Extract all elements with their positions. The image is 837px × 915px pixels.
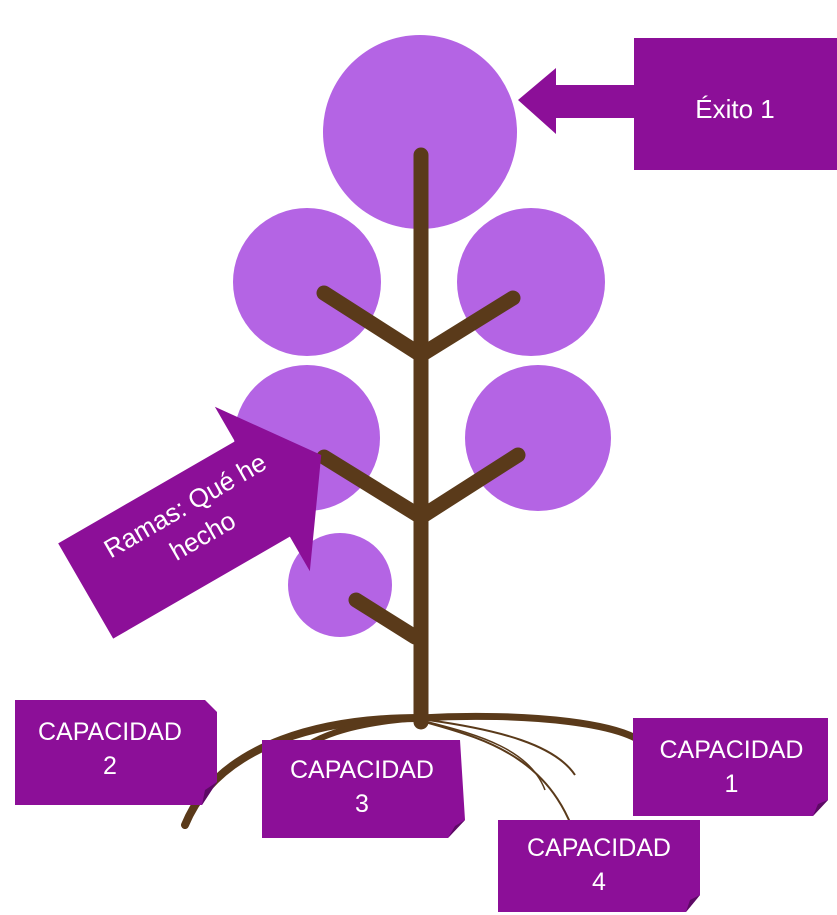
ramas-callout — [58, 406, 322, 639]
leaf-upper-right — [457, 208, 605, 356]
branch-upper-left — [316, 285, 429, 363]
leaf-upper-left — [233, 208, 381, 356]
capacidad-3-box — [262, 740, 465, 838]
capacidad-3-label: CAPACIDAD 3 — [289, 756, 434, 818]
capacidad-1-label: CAPACIDAD 1 — [659, 736, 804, 798]
leaf-top — [323, 35, 517, 229]
capacidad-2-box — [15, 700, 217, 805]
exito-arrow — [518, 68, 640, 134]
exito-label: Éxito 1 — [695, 94, 775, 125]
exito-callout — [518, 38, 837, 170]
branch-mid-left — [316, 449, 429, 525]
root-thin-2 — [427, 719, 576, 776]
branch-low-left — [348, 592, 423, 645]
exito-box — [634, 38, 837, 170]
capacidad-4-label: CAPACIDAD 4 — [526, 834, 671, 896]
capacidad-1-box — [633, 718, 828, 816]
ramas-arrow — [58, 406, 322, 639]
branch-mid-right — [413, 447, 526, 525]
capacidad-4-box — [498, 820, 700, 912]
capacidad-2-label: CAPACIDAD 2 — [37, 718, 182, 780]
leaf-mid-right — [465, 365, 611, 511]
root-thin-3 — [427, 721, 546, 791]
branch-upper-right — [413, 290, 521, 363]
